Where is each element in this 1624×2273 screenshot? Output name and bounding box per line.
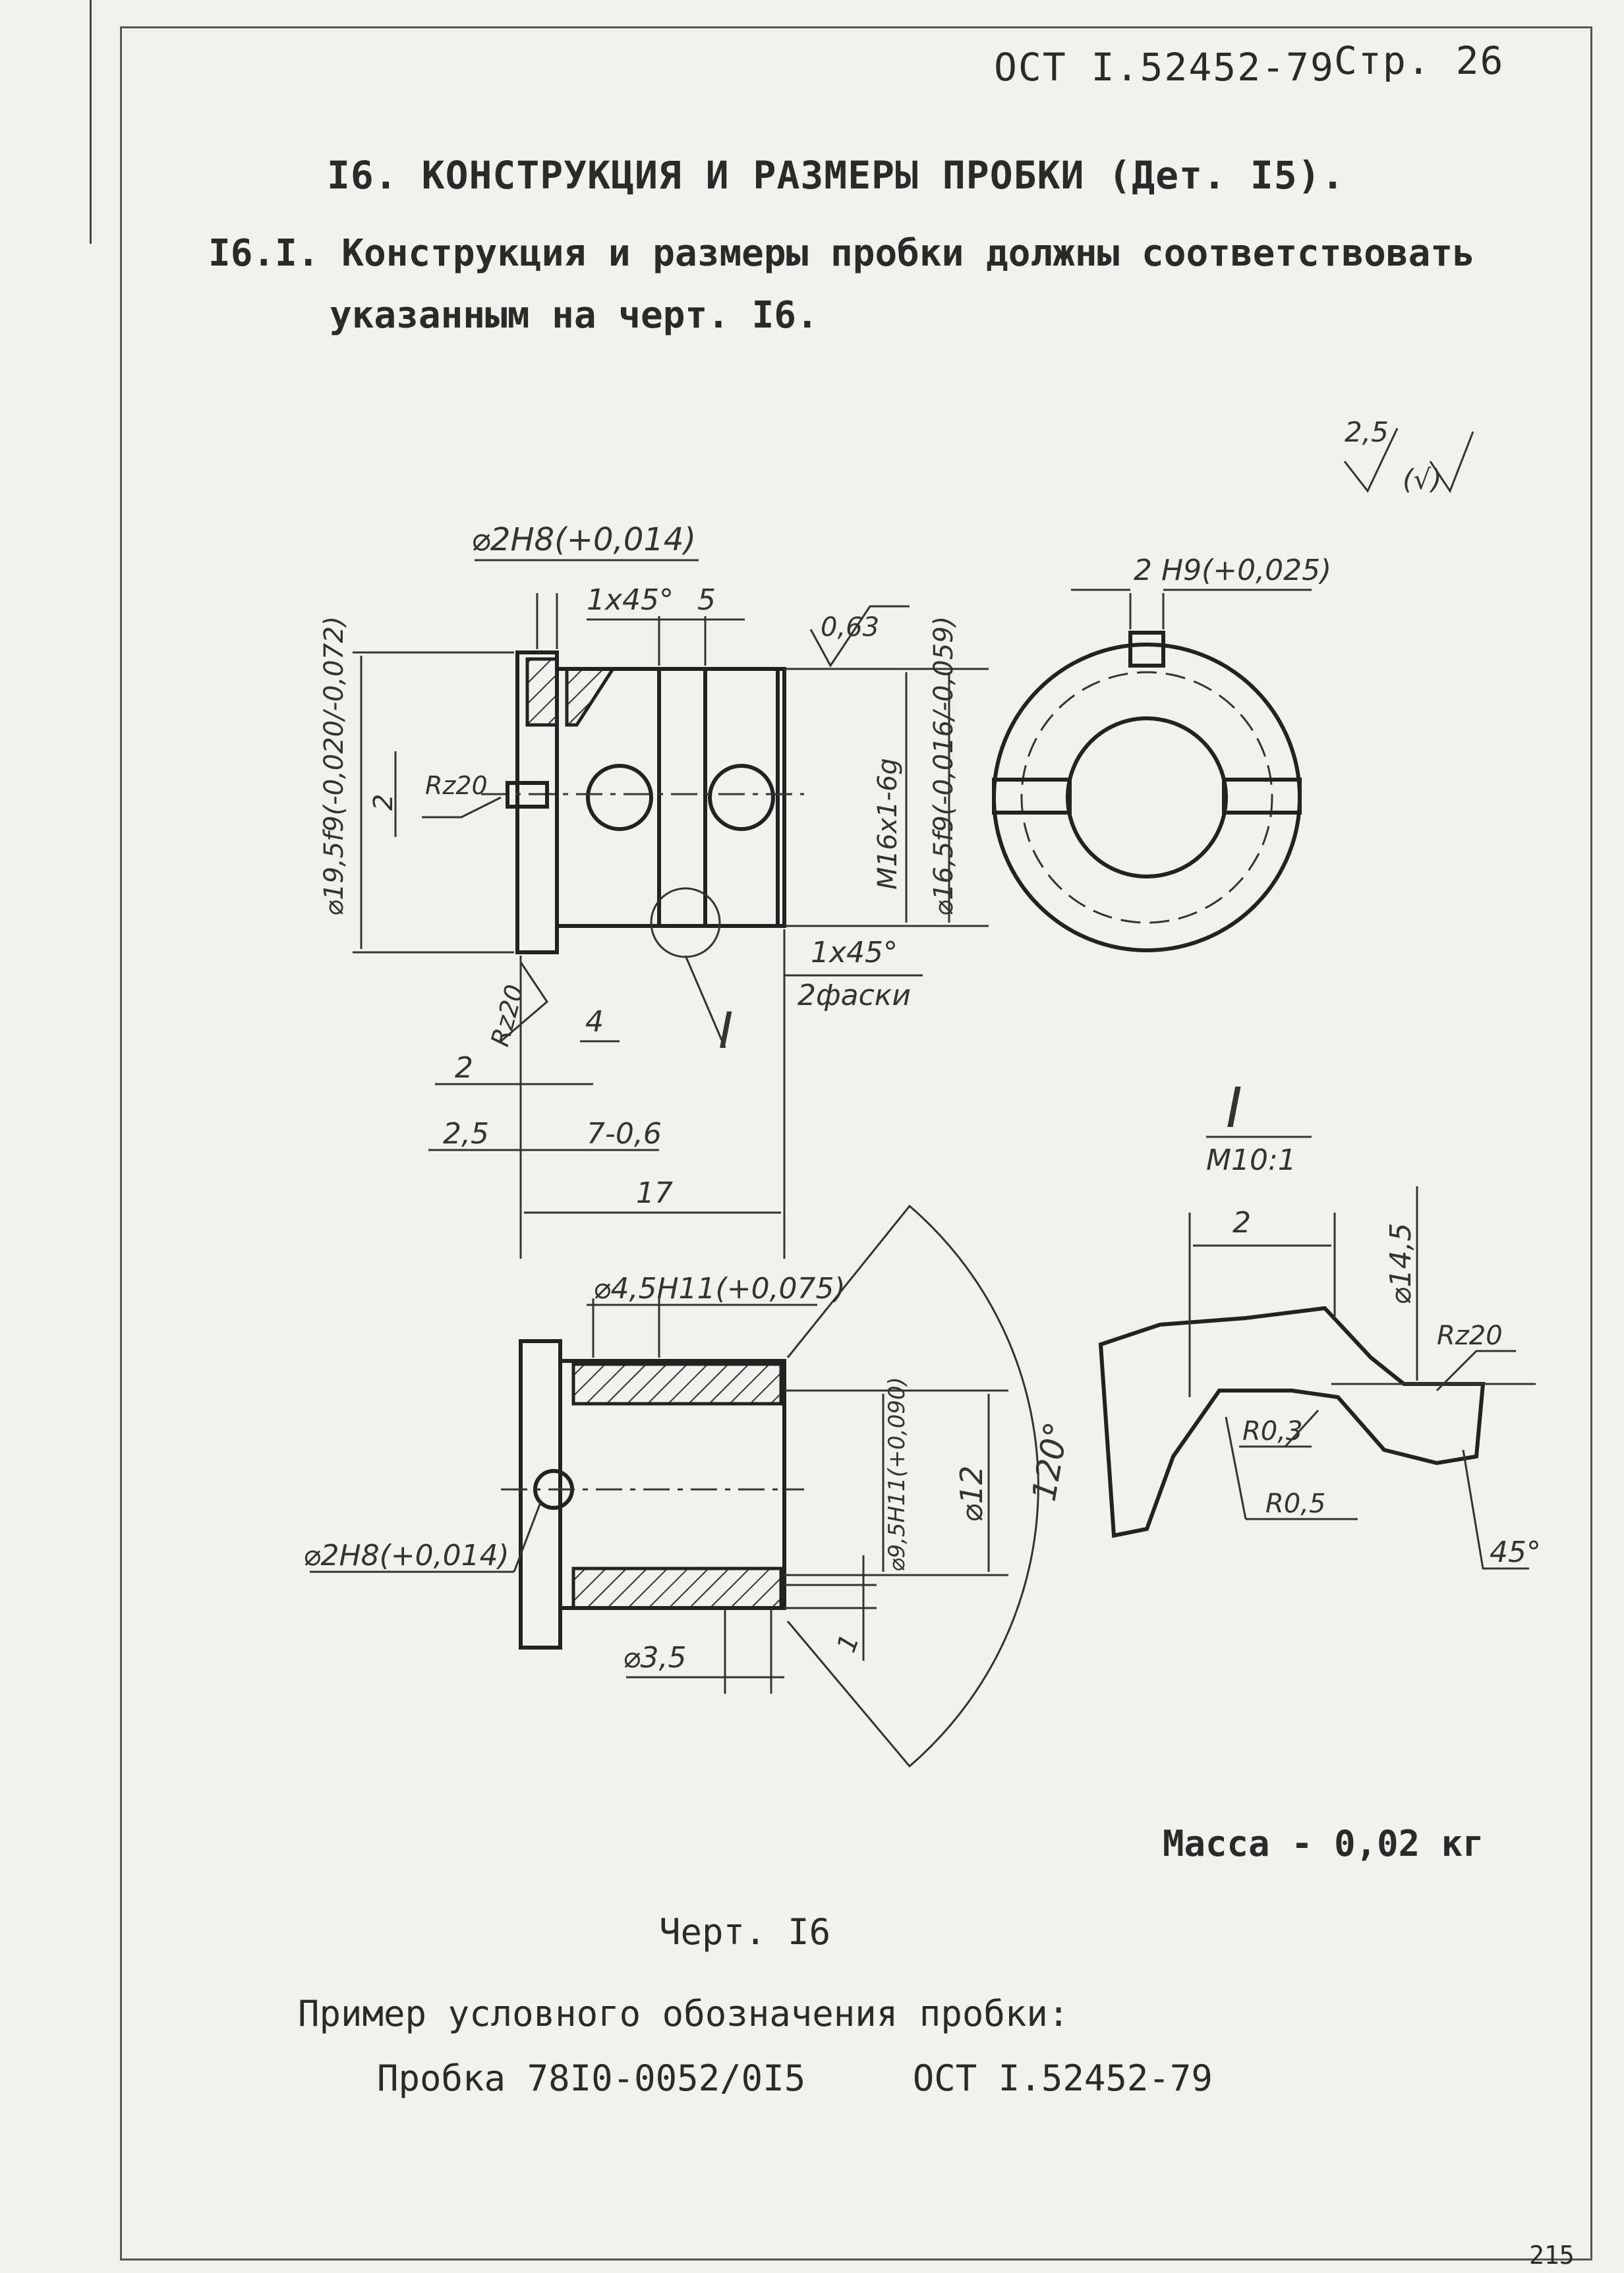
page-label: Стр. 26 (1334, 38, 1505, 83)
paragraph-line-2: указанным на черт. I6. (330, 294, 819, 337)
dim-d35: ⌀3,5 (623, 1641, 686, 1675)
detail-45: 45° (1490, 1536, 1541, 1569)
dim-d2h8-bottom: ⌀2H8(+0,014) (303, 1539, 509, 1572)
dim-1: 1 (831, 1630, 865, 1657)
dim-d45h11: ⌀4,5H11(+0,075) (593, 1272, 846, 1306)
dim-d2h8-top: ⌀2H8(+0,014) (471, 521, 696, 558)
dim-17: 17 (636, 1176, 673, 1210)
roughness-general-symbol: 2,5 (√) (1343, 416, 1474, 496)
paragraph-line-1: I6.I. Конструкция и размеры пробки должн… (208, 232, 1475, 275)
rz20-bottom: Rz20 (485, 981, 529, 1049)
chamfer-bottom: 1x45° (811, 936, 898, 969)
dim-d195: ⌀19,5f9(-0,020/-0,072) (319, 616, 349, 916)
drawing-caption: Черт. I6 (659, 1911, 831, 1953)
dim-2-left: 2 (368, 794, 399, 811)
detail-r03: R0,3 (1242, 1416, 1302, 1447)
thread-m16: M16x1-6g (873, 758, 903, 890)
dim-d12: ⌀12 (954, 1466, 989, 1522)
detail-dim-2: 2 (1232, 1206, 1251, 1240)
dim-2-5: 2,5 (443, 1117, 489, 1151)
two-chamfers: 2фаски (798, 979, 911, 1012)
angle-120: 120° (1025, 1419, 1076, 1504)
side-view: ⌀2H8(+0,014) 1x45° 5 0,63 ⌀19,5f9(-0,020… (319, 521, 989, 1259)
detail-rz20: Rz20 (1437, 1321, 1503, 1351)
binder-line (90, 0, 92, 244)
detail-d145: ⌀14,5 (1384, 1223, 1418, 1305)
rz20-left: Rz20 (425, 771, 488, 800)
view-mark-i: I (718, 1001, 733, 1060)
section-title: I6. КОНСТРУКЦИЯ И РАЗМЕРЫ ПРОБКИ (Дет. I… (327, 153, 1345, 198)
dim-7-06: 7-0,6 (587, 1117, 662, 1151)
detail-title: I (1226, 1076, 1242, 1140)
dim-slot: 2 H9(+0,025) (1134, 554, 1331, 587)
mass-label: Масса - 0,02 кг (1163, 1823, 1484, 1864)
roughness-general-value: 2,5 (1345, 416, 1389, 448)
detail-r05: R0,5 (1265, 1489, 1325, 1519)
detail-view: I M10:1 2 ⌀14,5 Rz20 R0,3 R0,5 45° (1098, 1076, 1541, 1570)
section-view: ⌀4,5H11(+0,075) ⌀9,5H11(+0,090) ⌀12 120°… (303, 1204, 1076, 1768)
dim-5: 5 (697, 583, 716, 617)
page-frame (120, 26, 1592, 2260)
roughness-063: 0,63 (821, 612, 879, 643)
standard-code: ОСТ I.52452-79 (994, 45, 1335, 90)
detail-scale: M10:1 (1206, 1143, 1296, 1177)
example-designation: Пробка 78I0-0052/0I5 ОСТ I.52452-79 (377, 2057, 1213, 2099)
dim-d95h11: ⌀9,5H11(+0,090) (884, 1377, 910, 1572)
dim-2-bottom: 2 (455, 1051, 473, 1085)
dim-d165: ⌀16,5f9(-0,016/-0,059) (929, 616, 959, 916)
end-view: 2 H9(+0,025) (992, 554, 1331, 952)
dim-chamfer-top: 1x45° (587, 583, 674, 617)
example-title: Пример условного обозначения пробки: (298, 1993, 1070, 2034)
page-number: 215 (1529, 2241, 1575, 2270)
dim-4: 4 (585, 1005, 604, 1039)
roughness-other-mark: (√) (1403, 463, 1442, 496)
